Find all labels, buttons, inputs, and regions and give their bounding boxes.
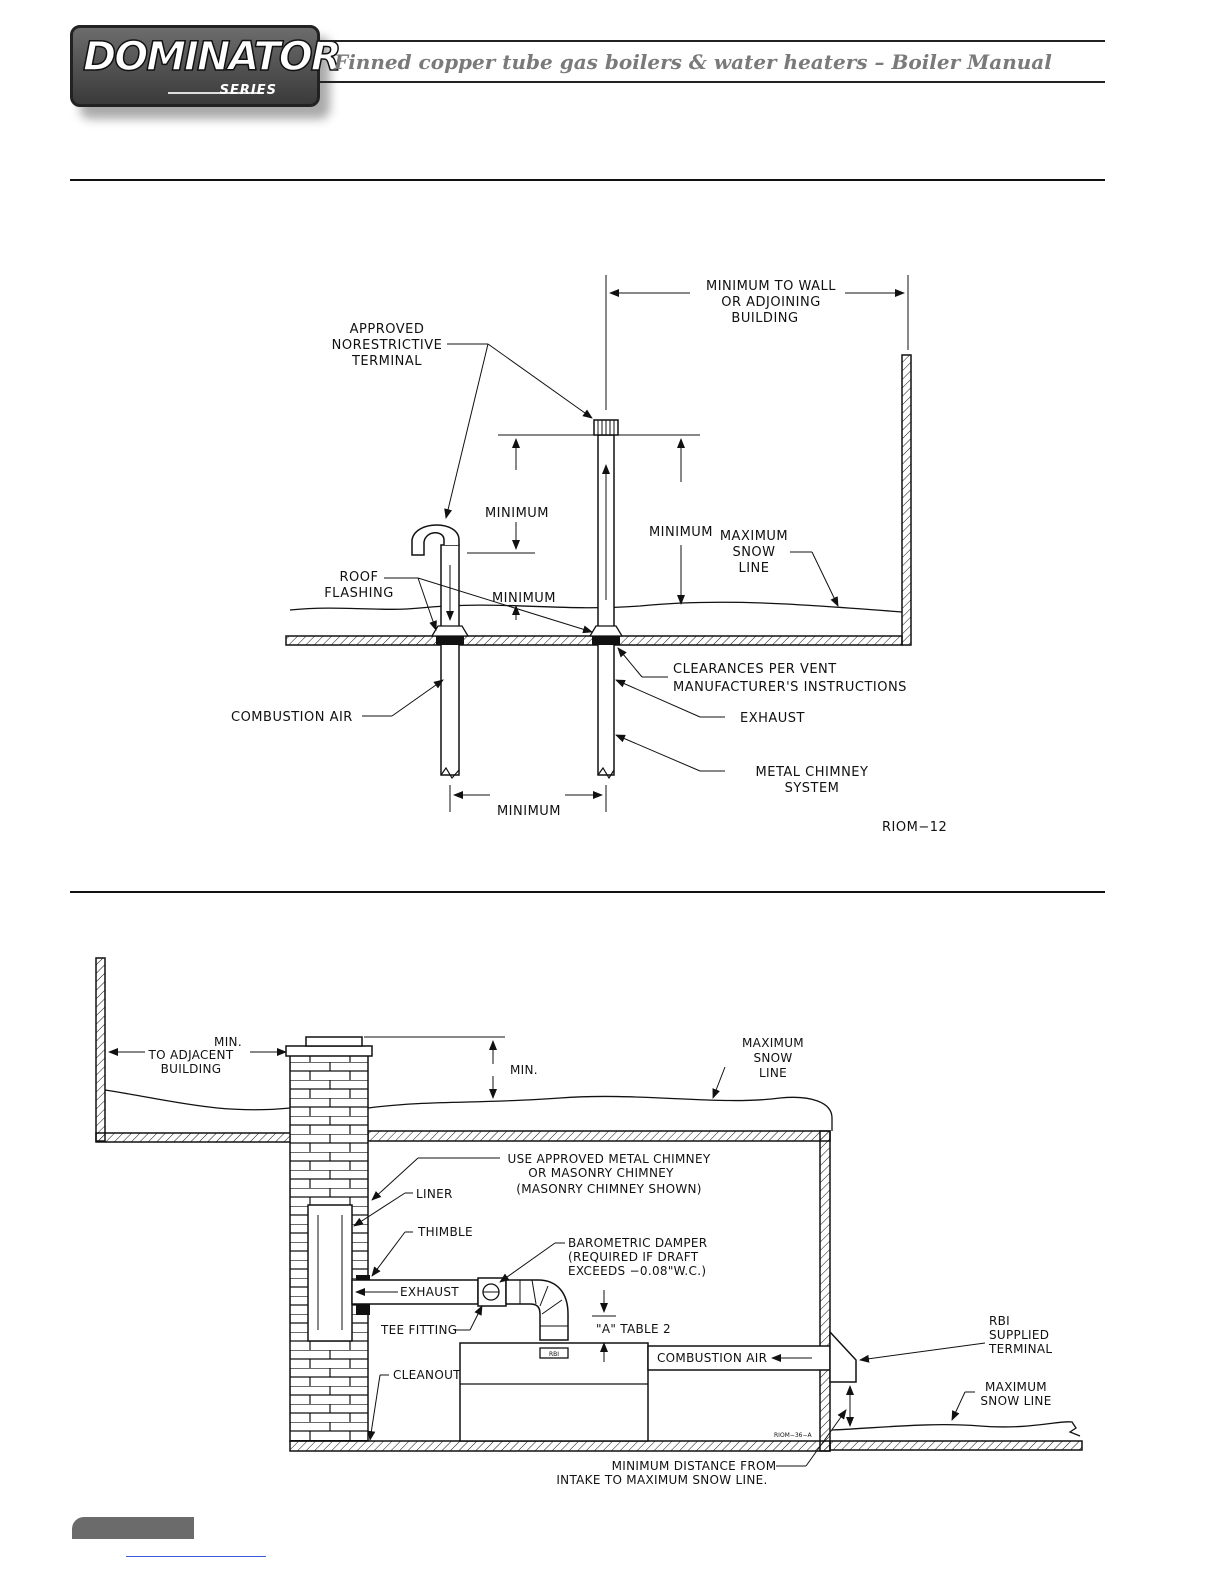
label-rbi-3: TERMINAL xyxy=(988,1342,1052,1356)
logo-brand: DOMINATOR xyxy=(82,33,342,81)
section-divider-top xyxy=(70,179,1105,181)
roof-snow-line xyxy=(104,1089,833,1131)
label-baro-3: EXCEEDS −0.08"W.C.) xyxy=(568,1264,706,1278)
label-minimum-d: MINIMUM xyxy=(497,804,561,819)
label-baro-2: (REQUIRED IF DRAFT xyxy=(568,1250,699,1264)
flue-elbow xyxy=(505,1279,569,1341)
section-divider-middle xyxy=(70,891,1105,893)
label-combustion-air: COMBUSTION AIR xyxy=(657,1351,767,1365)
label-building: BUILDING xyxy=(161,1062,222,1076)
figure1-code: RIOM−12 xyxy=(882,820,947,835)
label-use-approved-1: USE APPROVED METAL CHIMNEY xyxy=(508,1152,711,1166)
label-use-approved-2: OR MASONRY CHIMNEY xyxy=(528,1166,674,1180)
boiler-badge-text: RBI xyxy=(549,1351,559,1358)
vent-clearance-diagram: MINIMUM TO WALL OR ADJOINING BUILDING AP… xyxy=(231,275,947,835)
label-min-distance-2: INTAKE TO MAXIMUM SNOW LINE. xyxy=(556,1473,767,1487)
building-roof xyxy=(367,1130,831,1142)
label-approved-3: TERMINAL xyxy=(351,354,422,369)
label-exhaust: EXHAUST xyxy=(740,711,805,726)
chimney-cap xyxy=(285,1045,373,1057)
label-roof-2: FLASHING xyxy=(324,586,394,601)
building-wall xyxy=(819,1130,831,1452)
label-chimney-1: METAL CHIMNEY xyxy=(756,765,869,780)
label-min-to-wall-3: BUILDING xyxy=(731,311,798,326)
label-liner: LINER xyxy=(416,1187,453,1201)
chimney-liner xyxy=(307,1204,353,1342)
ground-snow-line xyxy=(831,1421,1081,1437)
label-max-snow-3: LINE xyxy=(738,561,769,576)
adjacent-wall xyxy=(901,354,912,646)
label-max-snow-b1: MAXIMUM xyxy=(985,1380,1047,1394)
label-rbi-1: RBI xyxy=(989,1314,1010,1328)
label-a-table: "A" TABLE 2 xyxy=(596,1322,671,1336)
label-chimney-2: SYSTEM xyxy=(785,781,840,796)
label-approved-1: APPROVED xyxy=(350,322,425,337)
label-clearances-2: MANUFACTURER'S INSTRUCTIONS xyxy=(673,680,907,695)
label-minimum-b: MINIMUM xyxy=(649,525,713,540)
label-rbi-2: SUPPLIED xyxy=(989,1328,1049,1342)
label-min-right: MIN. xyxy=(510,1063,538,1077)
snow-line xyxy=(289,601,903,613)
label-minimum-a: MINIMUM xyxy=(485,506,549,521)
air-intake-hook xyxy=(411,524,460,556)
dominator-logo: DOMINATOR SERIES xyxy=(70,25,342,107)
boiler xyxy=(459,1342,649,1442)
page-number-tab xyxy=(72,1517,194,1539)
label-combustion-air: COMBUSTION AIR xyxy=(231,710,353,725)
label-max-snow-3: LINE xyxy=(759,1066,787,1080)
label-baro-1: BAROMETRIC DAMPER xyxy=(568,1236,707,1250)
header-rule-bottom xyxy=(320,81,1105,83)
flashing-left xyxy=(436,636,464,645)
footer-link-underline[interactable] xyxy=(126,1556,266,1557)
label-use-approved-3: (MASONRY CHIMNEY SHOWN) xyxy=(516,1182,702,1196)
rbi-terminal xyxy=(829,1330,857,1383)
label-max-snow-b2: SNOW LINE xyxy=(980,1394,1051,1408)
label-min-distance-1: MINIMUM DISTANCE FROM xyxy=(612,1459,777,1473)
label-max-snow-2: SNOW xyxy=(732,545,775,560)
label-minimum-c: MINIMUM xyxy=(492,591,556,606)
figure2-code: RIOM−36−A xyxy=(774,1432,813,1439)
label-clearances-1: CLEARANCES PER VENT xyxy=(673,662,837,677)
boiler-badge xyxy=(539,1347,569,1359)
label-max-snow-1: MAXIMUM xyxy=(742,1036,804,1050)
page-title: Finned copper tube gas boilers & water h… xyxy=(334,50,1052,74)
label-to-adjacent: TO ADJACENT xyxy=(148,1048,234,1062)
adjacent-building-wall xyxy=(95,957,106,1142)
building-floor xyxy=(289,1440,831,1452)
logo-series: SERIES xyxy=(219,83,277,98)
label-thimble: THIMBLE xyxy=(417,1225,473,1239)
label-exhaust: EXHAUST xyxy=(400,1285,459,1299)
label-tee-fitting: TEE FITTING xyxy=(380,1323,457,1337)
header-rule-top xyxy=(320,40,1105,42)
label-approved-2: NORESTRICTIVE xyxy=(332,338,443,353)
label-roof-1: ROOF xyxy=(340,570,379,585)
label-min-to-wall-2: OR ADJOINING xyxy=(721,295,821,310)
flashing-right xyxy=(592,636,620,645)
ground-slab xyxy=(829,1440,1083,1451)
label-min-to-wall-1: MINIMUM TO WALL xyxy=(706,279,836,294)
label-cleanout: CLEANOUT xyxy=(393,1368,461,1382)
label-max-snow-1: MAXIMUM xyxy=(720,529,788,544)
label-max-snow-2: SNOW xyxy=(753,1051,792,1065)
label-min-left: MIN. xyxy=(214,1035,242,1049)
logo-stripe xyxy=(168,92,263,94)
